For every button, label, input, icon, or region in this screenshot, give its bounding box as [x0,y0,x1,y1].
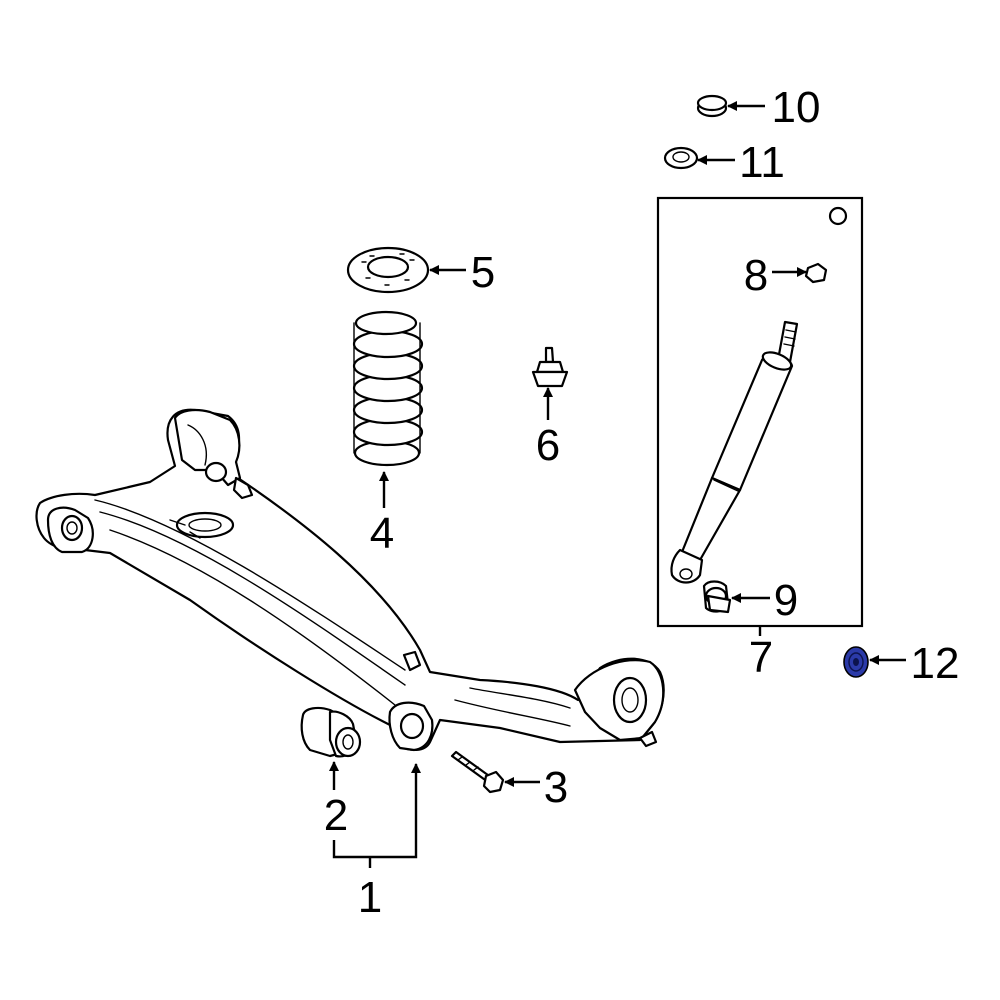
callout-8: 8 [744,251,768,300]
callout-5: 5 [471,248,495,297]
callout-7: 7 [749,633,773,682]
shock-absorber-icon [670,320,799,584]
washer-icon [663,146,699,170]
callout-6: 6 [536,421,560,470]
callout-11: 11 [739,138,785,187]
spring-insulator-icon [346,246,430,294]
callout-12: 12 [911,639,960,688]
bolt-icon [450,750,505,794]
bushing-icon [300,706,362,758]
axle-beam-icon [35,408,665,752]
callout-3: 3 [544,763,568,812]
cap-icon [828,206,848,226]
callout-labels: 1 2 3 4 5 6 7 8 9 10 11 12 [324,83,960,922]
nut-icon [804,262,828,284]
bump-stop-icon [531,346,569,388]
leader-lines [329,101,906,868]
cushion-icon [702,580,732,614]
callout-10: 10 [772,83,821,132]
callout-1: 1 [358,873,382,922]
highlighted-bushing-icon [843,646,869,678]
callout-4: 4 [370,509,394,558]
callout-2: 2 [324,791,348,840]
coil-spring-icon [352,310,424,467]
retainer-icon [696,94,728,118]
shock-absorber-assembly-box [656,196,864,636]
callout-9: 9 [774,576,798,625]
